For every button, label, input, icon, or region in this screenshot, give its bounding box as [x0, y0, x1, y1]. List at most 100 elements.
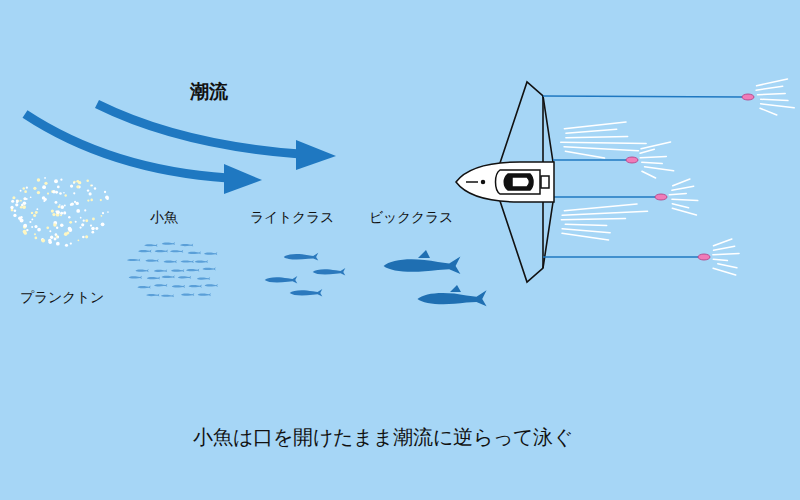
plankton-dot [35, 237, 38, 240]
small-fish [145, 259, 158, 262]
small-fish [198, 293, 211, 296]
plankton-dot [56, 235, 59, 238]
fish [417, 290, 486, 306]
plankton-dot [87, 199, 89, 201]
plankton-dot [31, 226, 33, 228]
plankton-dot [31, 218, 33, 220]
small-fish [204, 252, 217, 255]
plankton-dot [49, 230, 51, 232]
plankton-dot [30, 196, 32, 198]
wake-stroke [761, 104, 795, 108]
plankton-dot [77, 239, 79, 241]
small-fish [161, 275, 174, 278]
plankton-dot [26, 187, 28, 189]
wake-stroke [562, 211, 647, 215]
fish [290, 289, 323, 296]
plankton-dot [70, 184, 73, 187]
current-arrow [97, 104, 300, 154]
bow-rail [466, 181, 478, 183]
wake-stroke [564, 204, 637, 211]
small-fish [181, 293, 194, 296]
plankton-dot [105, 195, 109, 199]
outrigger [500, 82, 553, 163]
plankton-dot [50, 236, 53, 239]
plankton-dot [87, 189, 89, 191]
small-fish [129, 276, 142, 279]
plankton-dot [63, 192, 65, 194]
plankton-dot [68, 227, 72, 231]
plankton-dot [107, 211, 109, 213]
fish-label: ライトクラス [250, 209, 334, 226]
plankton-dot [64, 194, 66, 196]
small-fish [161, 294, 174, 297]
plankton-dot [102, 212, 104, 214]
plankton-dot [26, 229, 28, 231]
cabin [496, 170, 541, 194]
plankton-dot [70, 242, 72, 244]
small-fish [178, 276, 191, 279]
wake-stroke [714, 246, 735, 250]
small-fish [172, 285, 185, 288]
plankton-dot [81, 223, 84, 226]
wake-stroke [713, 259, 727, 260]
plankton-dot [83, 220, 85, 222]
trolling-line [553, 159, 626, 160]
wake-stroke [672, 204, 688, 208]
fish [384, 256, 461, 274]
small-fish [137, 286, 150, 289]
plankton-dot [41, 239, 45, 243]
plankton-dot [91, 231, 94, 234]
arrow-heads [224, 140, 336, 194]
small-fish [195, 260, 208, 263]
wakes [561, 79, 794, 275]
plankton-dot [91, 184, 93, 186]
hull [456, 162, 554, 202]
plankton-dot [16, 199, 18, 201]
wake-stroke [562, 233, 609, 240]
wake-stroke [713, 239, 731, 246]
plankton-dot [73, 192, 75, 194]
fish [265, 276, 298, 283]
outriggers [500, 82, 553, 282]
wake-stroke [756, 86, 783, 90]
wake-stroke [672, 208, 696, 215]
plankton-dot [74, 201, 76, 203]
plankton-dot [47, 192, 49, 194]
plankton-dot [11, 200, 14, 203]
plankton-dot [44, 182, 47, 185]
small-fish [186, 269, 199, 272]
plankton-dot [90, 185, 92, 187]
plankton-dot [55, 201, 58, 204]
plankton-dot [65, 244, 68, 247]
wake-stroke [713, 253, 739, 254]
plankton-dot [76, 209, 80, 213]
plankton-dot [66, 232, 69, 235]
plankton-dot [22, 187, 25, 190]
plankton-dot [71, 202, 74, 205]
fish [313, 268, 346, 275]
plankton-dot [104, 191, 106, 193]
small-fish [155, 250, 168, 253]
plankton-dot [20, 219, 24, 223]
wake-stroke [713, 268, 736, 275]
plankton-dot [31, 212, 33, 214]
small-fish [135, 269, 148, 272]
small-fish [127, 258, 140, 261]
small-fish-school [127, 242, 218, 297]
lure [626, 157, 638, 163]
plankton-dot [42, 185, 46, 189]
plankton-dot [86, 179, 89, 182]
plankton-dot [100, 199, 102, 201]
wake-stroke [565, 151, 604, 158]
plankton-dot [21, 204, 23, 206]
trolling-line [543, 256, 698, 257]
trolling-line [553, 196, 655, 197]
wake-stroke [640, 156, 666, 157]
plankton-dot [59, 204, 61, 206]
lure [742, 94, 754, 100]
plankton-dot [73, 181, 76, 184]
plankton-dot [14, 209, 17, 212]
plankton-dot [60, 179, 62, 181]
wake-stroke [645, 167, 674, 171]
